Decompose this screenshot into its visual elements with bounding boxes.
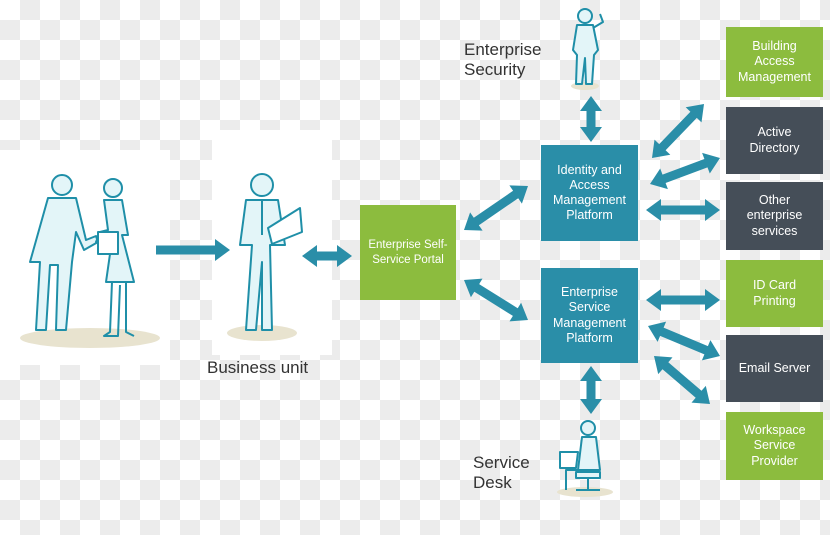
business-unit-label: Business unit (207, 358, 309, 377)
business-unit-person-icon (227, 173, 303, 341)
esm-email-arrow (648, 321, 720, 361)
iam-platform-box: Identity and Access Management Platform (541, 145, 638, 241)
security-person-icon (571, 8, 604, 90)
iam-building-arrow (652, 104, 704, 158)
esm-workspace-arrow (654, 356, 710, 404)
business-portal-arrow (302, 245, 352, 267)
self-service-portal-box: Enterprise Self- Service Portal (360, 205, 456, 300)
email-server-box: Email Server (726, 335, 823, 402)
portal-esm-arrow (464, 278, 528, 322)
esm-servicedesk-arrow (580, 366, 602, 414)
building-access-box: Building Access Management (726, 27, 823, 97)
security-iam-arrow (580, 96, 602, 142)
service-desk-label: Service Desk (473, 453, 530, 493)
enterprise-security-label: Enterprise Security (464, 40, 542, 80)
handshake-to-business-arrow (156, 239, 230, 261)
iam-other-arrow (646, 199, 720, 221)
workspace-provider-box: Workspace Service Provider (726, 412, 823, 480)
service-desk-person-icon (557, 420, 613, 497)
handshake-people-icon (20, 174, 160, 348)
esm-idcard-arrow (646, 289, 720, 311)
portal-iam-arrow (464, 185, 528, 231)
active-directory-box: Active Directory (726, 107, 823, 174)
connector-arrows (156, 96, 720, 414)
other-services-box: Other enterprise services (726, 182, 823, 250)
iam-ad-arrow (650, 152, 720, 190)
esm-platform-box: Enterprise Service Management Platform (541, 268, 638, 363)
id-card-printing-box: ID Card Printing (726, 260, 823, 327)
